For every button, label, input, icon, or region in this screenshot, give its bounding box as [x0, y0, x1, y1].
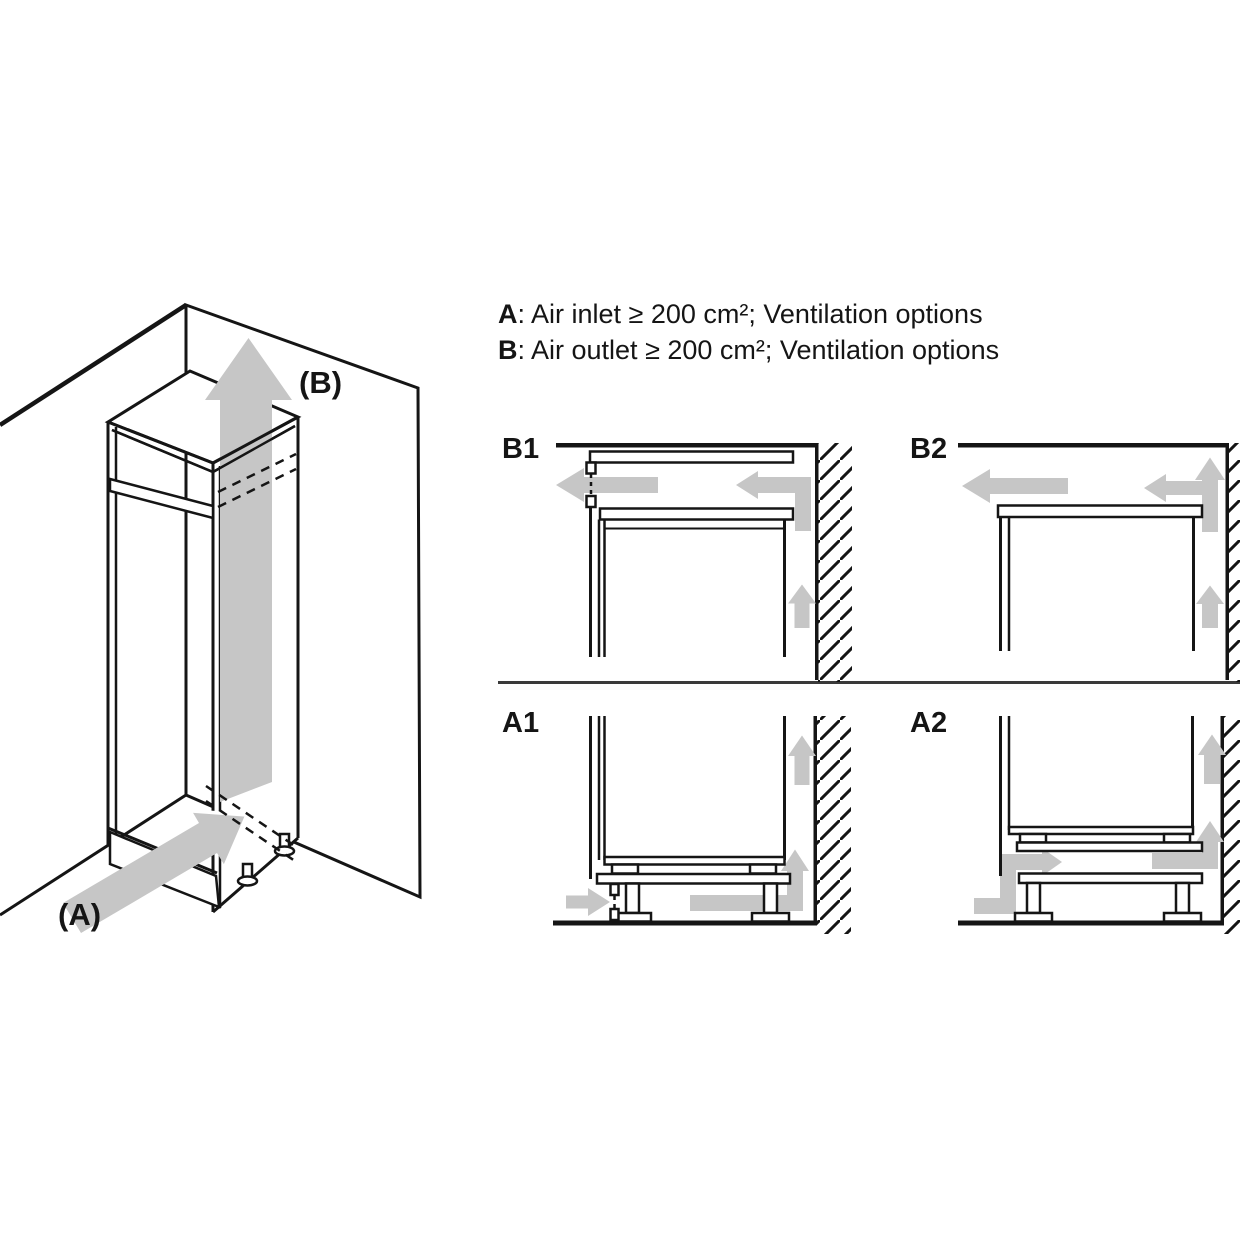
airflow-arrows: [962, 457, 1225, 628]
legend-line-air-outlet: B: Air outlet ≥ 200 cm²; Ventilation opt…: [498, 332, 999, 368]
diagram-b1-outlet-front: [556, 443, 852, 682]
airflow-arrows: [566, 735, 816, 916]
legend-key-a: A: [498, 299, 518, 329]
panel-label-a1: A1: [502, 707, 540, 739]
label-b-outlet: (B): [299, 365, 342, 400]
section-divider: [498, 681, 1240, 684]
legend-text-air-outlet: : Air outlet ≥ 200 cm²; Ventilation opti…: [517, 335, 1000, 365]
cabinet-bottom-section: [589, 716, 792, 923]
diagram-a1-inlet-front: [553, 716, 851, 934]
legend-key-b: B: [498, 335, 518, 365]
panel-label-b2: B2: [910, 433, 948, 465]
diagram-b2-outlet-top: [958, 443, 1240, 682]
cabinet-top-section: [585, 450, 795, 657]
ceiling-and-wall: [958, 443, 1240, 682]
label-a-inlet: (A): [58, 897, 101, 932]
airflow-arrows: [974, 734, 1226, 914]
legend-line-air-inlet: A: Air inlet ≥ 200 cm²; Ventilation opti…: [498, 296, 999, 332]
cabinet-bottom-section: [999, 716, 1204, 923]
ceiling-and-wall: [556, 443, 852, 682]
cabinet-top-section: [996, 504, 1204, 651]
diagram-a2-inlet-plinth: [958, 716, 1240, 934]
floor-and-wall: [553, 716, 851, 934]
legend-text-air-inlet: : Air inlet ≥ 200 cm²; Ventilation optio…: [517, 299, 983, 329]
cabinet-front-edges: [107, 415, 299, 474]
floor-and-wall: [958, 716, 1240, 934]
hidden-edge-dashes: [205, 452, 297, 863]
panel-label-a2: A2: [910, 707, 948, 739]
isometric-niche-drawing: (B) (A): [0, 302, 422, 933]
legend-caption: A: Air inlet ≥ 200 cm²; Ventilation opti…: [498, 296, 999, 368]
airflow-arrows: [556, 468, 816, 628]
panel-label-b1: B1: [502, 433, 540, 465]
